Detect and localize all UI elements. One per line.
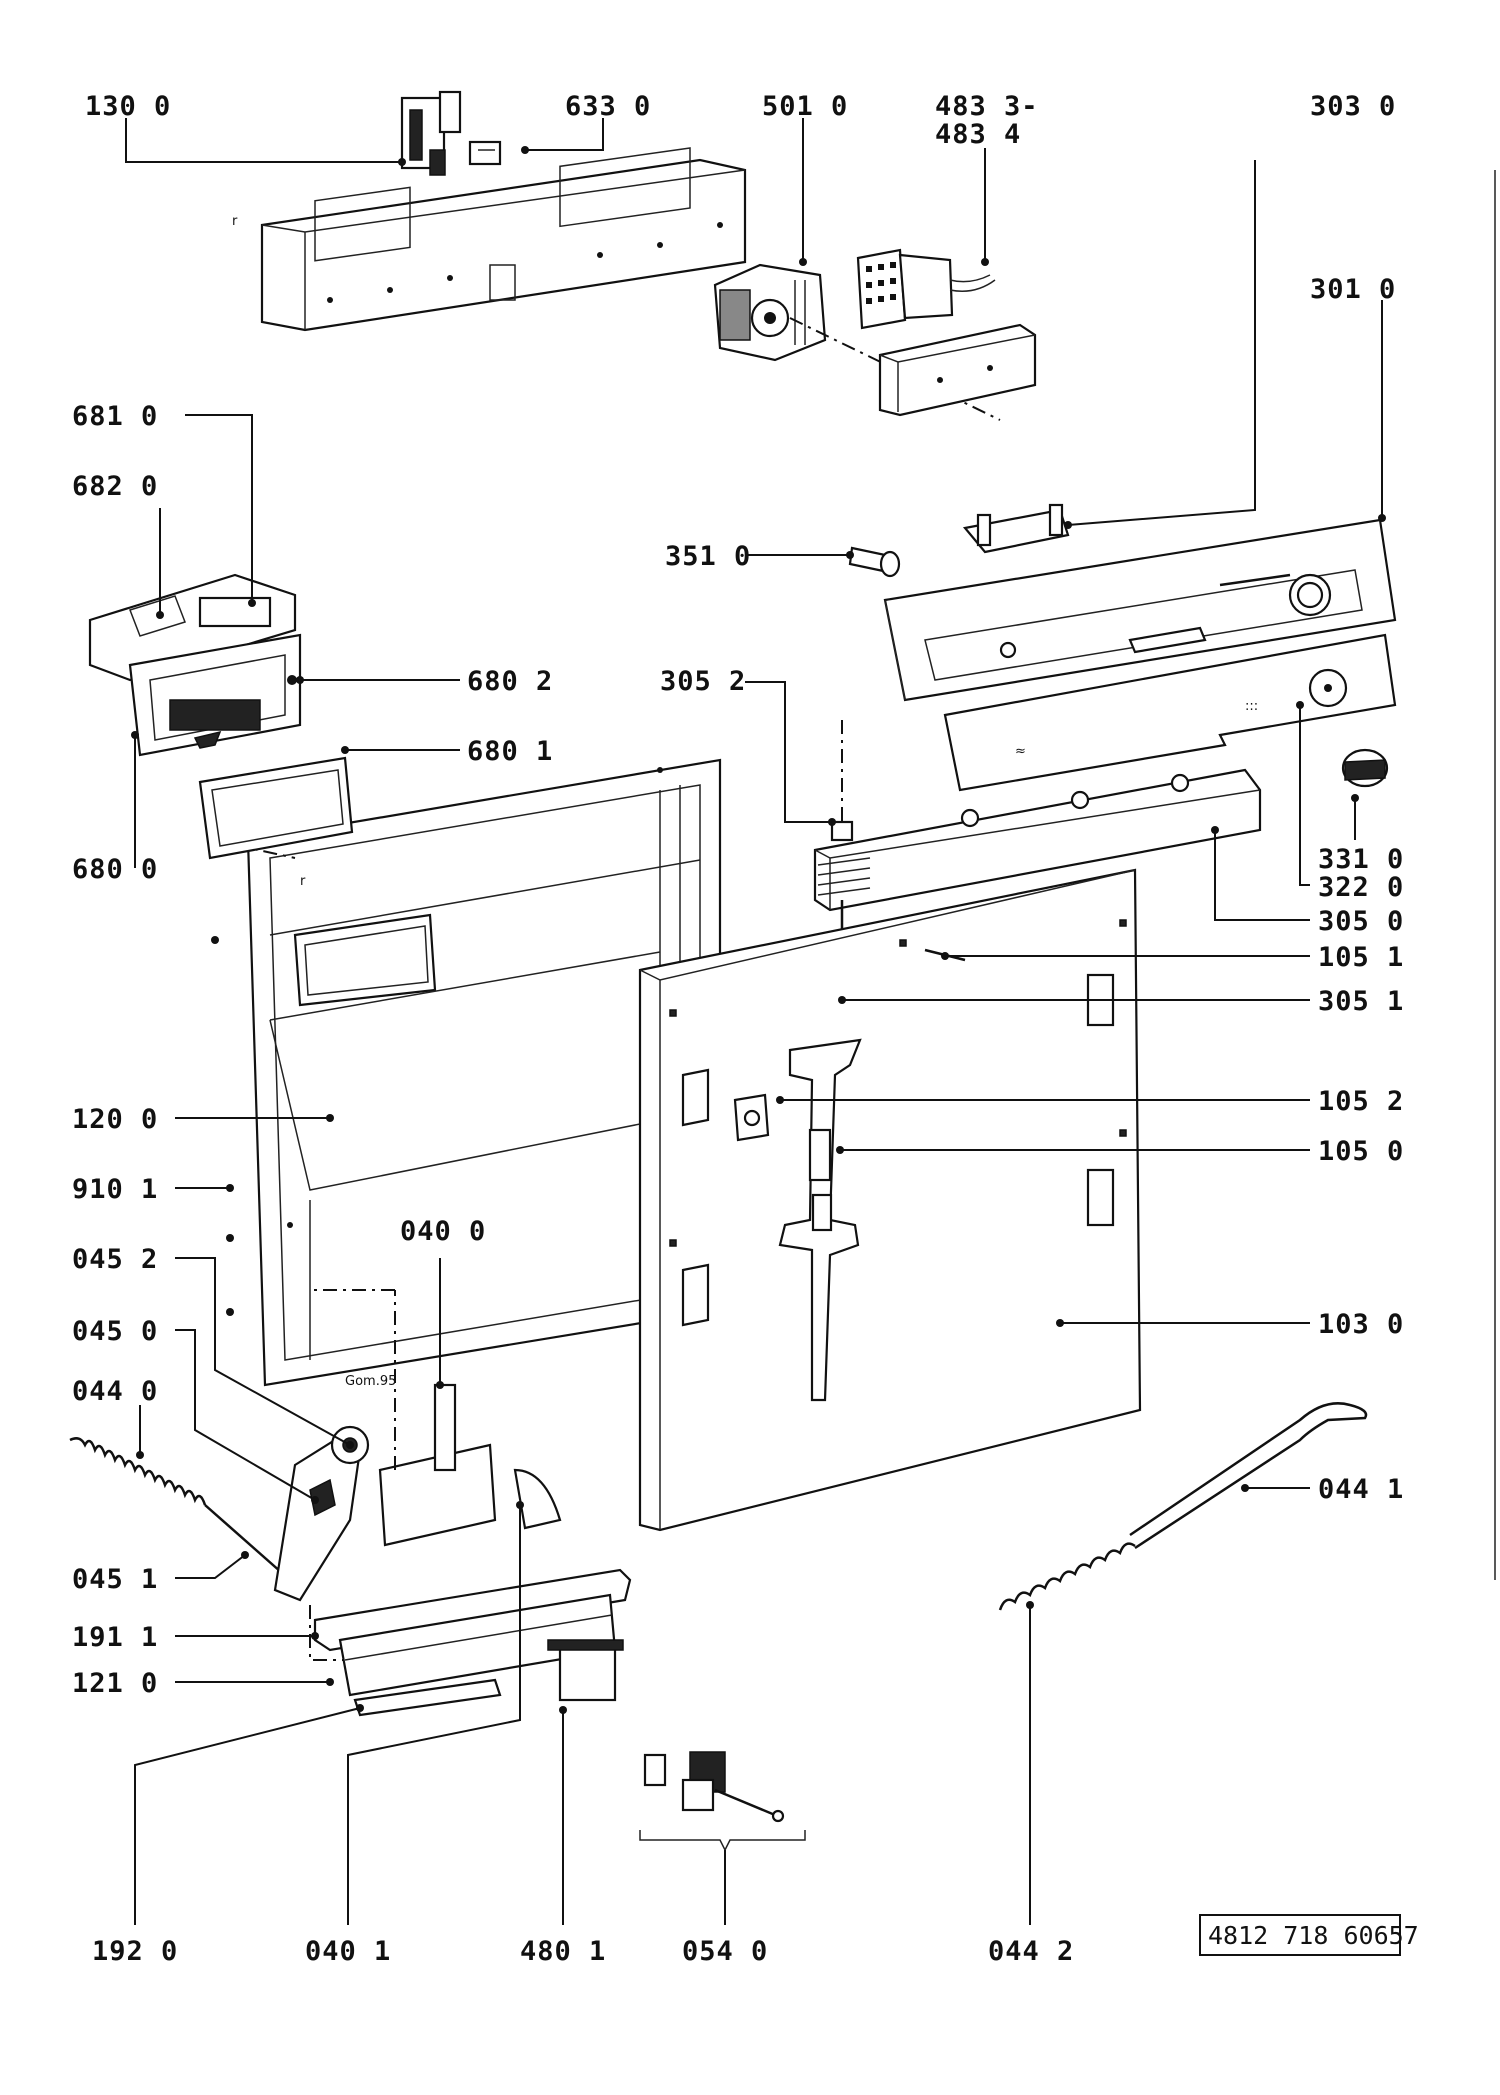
label-301-0: 301 0	[1310, 274, 1396, 305]
label-045-0: 045 0	[72, 1316, 158, 1347]
hinge-bracket-040-0	[310, 1289, 497, 1547]
label-483-3: 483 3-	[935, 91, 1039, 122]
label-044-0: 044 0	[72, 1376, 158, 1407]
fascia-322-0: ::: ≈	[943, 633, 1397, 792]
label-120-0: 120 0	[72, 1104, 158, 1135]
control-panel-301-0	[883, 518, 1397, 702]
r-mark-door: r	[300, 874, 306, 889]
label-040-0: 040 0	[400, 1216, 486, 1247]
hinge-spring-044-2	[998, 1542, 1136, 1611]
label-501-0: 501 0	[762, 91, 848, 122]
dispenser-681-0	[88, 573, 302, 757]
label-680-0: 680 0	[72, 854, 158, 885]
label-680-1: 680 1	[467, 736, 553, 767]
motor-bracket	[878, 323, 1037, 417]
label-910-1: 910 1	[72, 1174, 158, 1205]
svg-text:≈: ≈	[1015, 744, 1026, 759]
hinge-rod-044-1	[1129, 1402, 1368, 1550]
label-305-1: 305 1	[1318, 986, 1404, 1017]
bulb-351-0	[848, 546, 901, 578]
label-121-0: 121 0	[72, 1668, 158, 1699]
label-045-2: 045 2	[72, 1244, 158, 1275]
hinge-spring-044-0	[69, 1437, 291, 1581]
label-054-0: 054 0	[682, 1936, 768, 1967]
screw-left-1	[211, 936, 219, 944]
label-305-0: 305 0	[1318, 906, 1404, 937]
label-303-0: 303 0	[1310, 91, 1396, 122]
cover-040-1	[513, 1468, 562, 1530]
label-105-2: 105 2	[1318, 1086, 1404, 1117]
top-bracket-rail: r	[232, 147, 747, 332]
label-351-0: 351 0	[665, 541, 751, 572]
drawing-reference-number: 4812 718 60657	[1208, 1921, 1419, 1950]
leader-lines	[125, 118, 1386, 1925]
kit-054-0	[639, 1751, 806, 1852]
r-mark-top: r	[232, 214, 238, 229]
svg-text::::: :::	[1245, 699, 1258, 714]
label-480-1: 480 1	[520, 1936, 606, 1967]
hinge-plate-105-0	[733, 1038, 862, 1402]
label-483-4: 483 4	[935, 119, 1021, 150]
label-331-0: 331 0	[1318, 844, 1404, 875]
part-labels: 130 0 633 0 501 0 483 3- 483 4 303 0 301…	[72, 91, 1404, 1967]
door-top-bar-305-0	[813, 768, 1262, 912]
date-mark: Gom.95	[345, 1374, 396, 1389]
label-633-0: 633 0	[565, 91, 651, 122]
screw-left-3	[226, 1308, 234, 1316]
label-105-1: 105 1	[1318, 942, 1404, 973]
timer-motor-501-0	[713, 263, 1001, 421]
drawing-reference-box: 4812 718 60657	[1199, 1914, 1419, 1956]
connector-483	[856, 248, 996, 330]
plate-480-1	[547, 1639, 624, 1702]
hinge-arm-045-0	[273, 1425, 370, 1602]
label-044-1: 044 1	[1318, 1474, 1404, 1505]
knob-331-0	[1341, 748, 1389, 788]
label-322-0: 322 0	[1318, 872, 1404, 903]
label-192-0: 192 0	[92, 1936, 178, 1967]
label-045-1: 045 1	[72, 1564, 158, 1595]
gasket-680-1	[198, 756, 354, 860]
label-130-0: 130 0	[85, 91, 171, 122]
outer-door-103-0	[638, 868, 1142, 1532]
label-105-0: 105 0	[1318, 1136, 1404, 1167]
label-103-0: 103 0	[1318, 1309, 1404, 1340]
clip-303-0	[962, 503, 1070, 554]
label-040-1: 040 1	[305, 1936, 391, 1967]
label-682-0: 682 0	[72, 471, 158, 502]
label-680-2: 680 2	[467, 666, 553, 697]
label-044-2: 044 2	[988, 1936, 1074, 1967]
clip-633-0	[468, 140, 502, 166]
screw-left-2	[226, 1234, 234, 1242]
label-305-2: 305 2	[660, 666, 746, 697]
switch-130-0	[400, 90, 462, 176]
label-191-1: 191 1	[72, 1622, 158, 1653]
label-681-0: 681 0	[72, 401, 158, 432]
